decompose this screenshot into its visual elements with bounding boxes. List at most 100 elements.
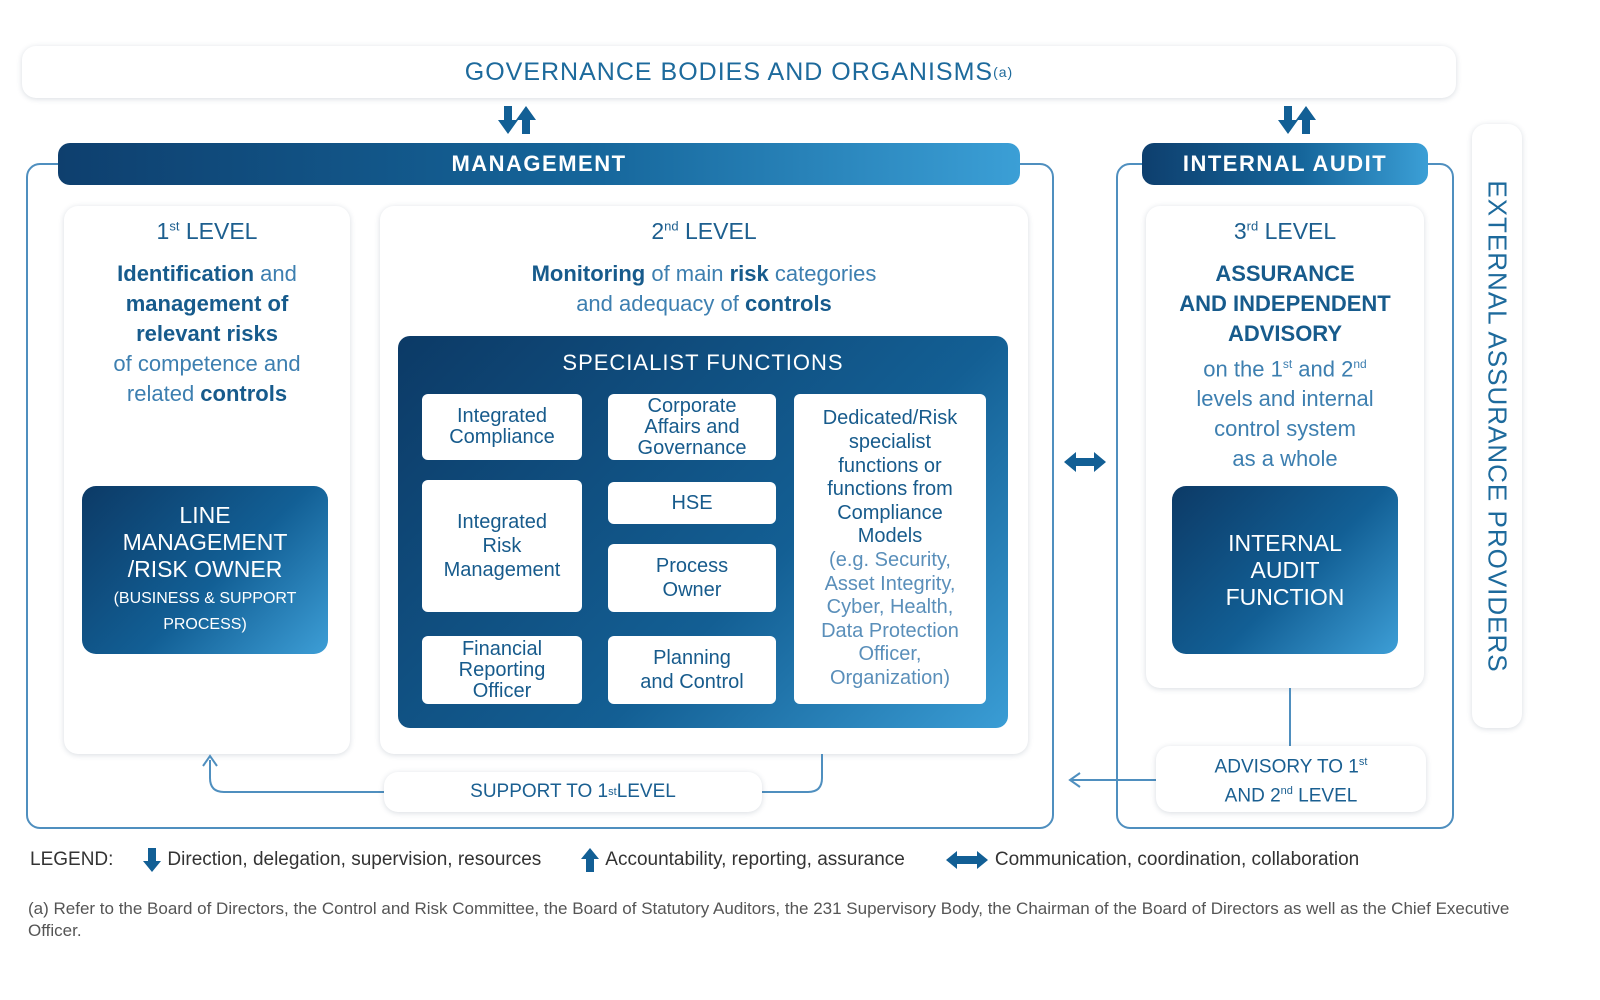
level2-t3: risk [729, 261, 769, 286]
level3-t2: AND INDEPENDENT [1179, 291, 1391, 316]
level1-t4: relevant risks [136, 321, 278, 346]
legend: LEGEND: Direction, delegation, supervisi… [30, 846, 1399, 874]
up-arrow-icon [581, 848, 600, 872]
advisory-a: ADVISORY TO 1 [1214, 756, 1359, 777]
level1-num: 1 [156, 218, 170, 244]
level2-sup: nd [664, 218, 679, 234]
governance-note-mark: (a) [993, 64, 1014, 80]
legend-up-text: Accountability, reporting, assurance [605, 849, 905, 870]
management-title: MANAGEMENT [451, 151, 627, 176]
line-management-box: LINE MANAGEMENT /RISK OWNER (BUSINESS & … [82, 486, 328, 654]
process-owner-l1: Process [655, 555, 729, 577]
advisory-c: LEVEL [1292, 785, 1358, 807]
line-management-l2: MANAGEMENT [122, 529, 288, 555]
dedicated-risk-box: Dedicated/Risk specialist functions or f… [794, 394, 986, 704]
support-b: LEVEL [616, 781, 676, 802]
integrated-risk-l3: Management [443, 559, 561, 581]
level1-t6: related [126, 381, 201, 406]
advisory-b: AND 2 [1224, 785, 1281, 807]
down-up-arrows-icon [498, 106, 536, 134]
dedicated-l6: Models [857, 525, 923, 548]
integrated-compliance-box: Integrated Compliance [422, 394, 582, 460]
footnote: (a) Refer to the Board of Directors, the… [28, 899, 1510, 940]
dedicated-l5: Compliance [837, 501, 943, 524]
financial-l1: Financial [461, 637, 543, 660]
hse-label: HSE [671, 491, 713, 514]
advisory-to-levels: ADVISORY TO 1st AND 2nd LEVEL [1156, 746, 1426, 812]
governance-bar: GOVERNANCE BODIES AND ORGANISMS(a) [22, 46, 1456, 98]
level3-description: ASSURANCE AND INDEPENDENT ADVISORY on th… [1146, 259, 1424, 474]
dedicated-sub-l1: (e.g. Security, [829, 549, 951, 571]
level3-t5: levels and internal [1196, 386, 1374, 412]
legend-up: Accountability, reporting, assurance [581, 847, 905, 873]
financial-l2: Reporting [458, 658, 546, 681]
financial-reporting-box: Financial Reporting Officer [422, 636, 582, 704]
line-management-sub2: PROCESS) [163, 616, 247, 633]
corporate-l2: Affairs and [644, 415, 740, 438]
planning-l1: Planning [653, 647, 731, 669]
integrated-compliance-l2: Compliance [449, 426, 555, 448]
specialist-functions-panel: SPECIALIST FUNCTIONS Integrated Complian… [398, 336, 1008, 728]
legend-label: LEGEND: [30, 849, 114, 870]
line-management-l1: LINE [179, 502, 231, 528]
level3-t6: control system [1214, 416, 1356, 442]
integrated-risk-l2: Risk [482, 535, 522, 557]
level1-title: 1st LEVEL [64, 218, 350, 245]
governance-title: GOVERNANCE BODIES AND ORGANISMS [464, 57, 994, 86]
line-management-sub1: (BUSINESS & SUPPORT [113, 590, 297, 607]
level3-t4a: on the 1 [1203, 356, 1283, 382]
corporate-l1: Corporate [647, 394, 737, 417]
level1-t7: controls [200, 381, 288, 406]
level3-title: 3rd LEVEL [1146, 218, 1424, 245]
dedicated-l4: functions from [827, 478, 953, 501]
level1-description: Identification and management of relevan… [64, 259, 350, 409]
dedicated-sub-l6: Organization) [829, 666, 951, 689]
level1-card: 1st LEVEL Identification and management … [64, 206, 350, 754]
financial-l3: Officer [472, 679, 532, 702]
legend-both: Communication, coordination, collaborati… [945, 849, 1359, 871]
integrated-compliance-l1: Integrated [456, 405, 548, 427]
level3-num: 3 [1233, 218, 1247, 244]
dedicated-sub-l5: Officer, [858, 643, 922, 666]
double-arrow-icon [1064, 452, 1106, 472]
legend-down-text: Direction, delegation, supervision, reso… [167, 849, 542, 870]
level1-t2: and [254, 261, 297, 286]
level1-t1: Identification [117, 261, 255, 286]
level3-t1: ASSURANCE [1215, 261, 1355, 286]
level2-word: LEVEL [685, 218, 757, 244]
advisory-s2: nd [1280, 785, 1293, 797]
level2-title: 2nd LEVEL [380, 218, 1028, 245]
integrated-risk-l1: Integrated [456, 511, 548, 533]
internal-audit-function-l2: AUDIT [1250, 556, 1320, 583]
level2-t2: of main [645, 261, 730, 286]
level1-t5: of competence and [113, 351, 301, 376]
level3-t4s1: st [1282, 357, 1293, 371]
management-header: MANAGEMENT [58, 143, 1020, 185]
external-assurance-providers: EXTERNAL ASSURANCE PROVIDERS [1472, 124, 1522, 728]
dedicated-l3: functions or [838, 454, 942, 477]
support-a: SUPPORT TO 1 [470, 781, 609, 802]
specialist-functions-title: SPECIALIST FUNCTIONS [562, 350, 844, 375]
internal-audit-function-l3: FUNCTION [1225, 583, 1345, 610]
double-arrow-icon [945, 851, 988, 869]
line-management-l3: /RISK OWNER [127, 556, 283, 582]
internal-audit-function-l1: INTERNAL [1228, 529, 1342, 556]
level3-sup: rd [1246, 218, 1259, 234]
advisory-s1: st [1358, 755, 1368, 768]
process-owner-box: Process Owner [608, 544, 776, 612]
planning-l2: and Control [640, 671, 744, 693]
internal-audit-title: INTERNAL AUDIT [1182, 151, 1388, 176]
level2-t5: and adequacy of [576, 291, 745, 316]
level1-sup: st [169, 218, 180, 234]
down-arrow-icon [143, 848, 162, 872]
corporate-affairs-box: Corporate Affairs and Governance [608, 394, 776, 460]
dedicated-sub-l3: Cyber, Health, [826, 596, 954, 619]
level3-t7: as a whole [1232, 446, 1338, 472]
support-s: st [608, 786, 617, 798]
down-up-arrows-icon [1278, 106, 1316, 134]
process-owner-l2: Owner [662, 579, 722, 601]
level2-num: 2 [651, 218, 665, 244]
level2-description: Monitoring of main risk categories and a… [380, 259, 1028, 319]
corporate-l3: Governance [637, 436, 747, 459]
